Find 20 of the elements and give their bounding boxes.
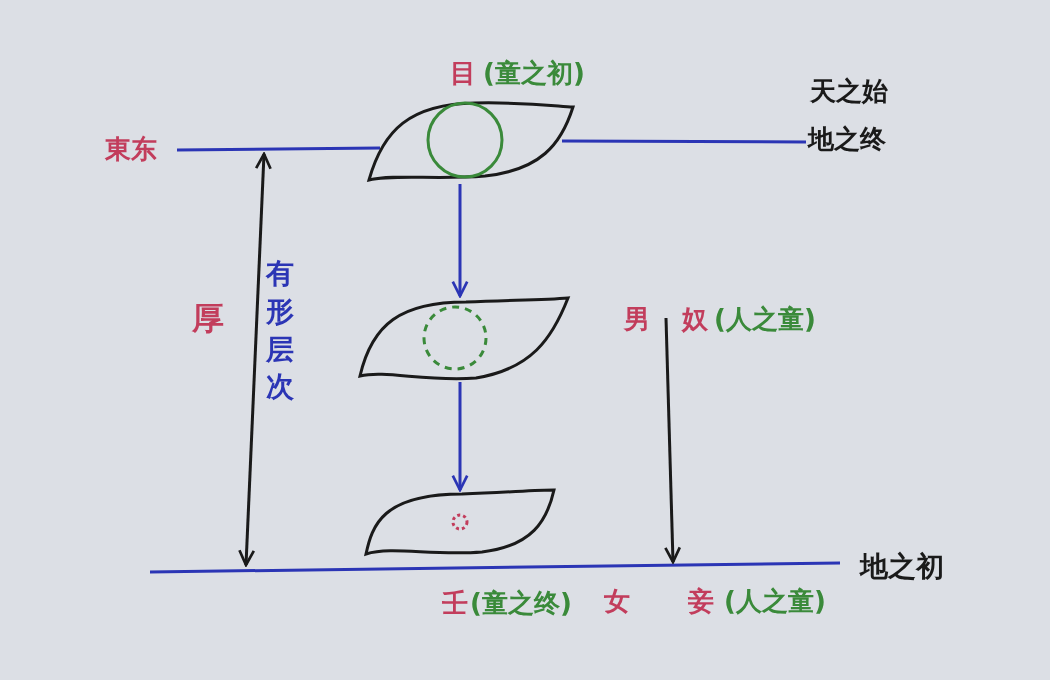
label-text: 天之始	[810, 78, 888, 104]
heading-text: 目	[450, 60, 476, 86]
label-text: 女	[604, 588, 630, 614]
label-text: 妾	[688, 588, 714, 614]
label-text: 有形层次	[266, 256, 295, 406]
connector-line	[562, 139, 806, 144]
arrow	[451, 184, 469, 298]
label-text: (人之童)	[714, 306, 816, 332]
label-text: 奴	[682, 306, 708, 332]
label-text: (童之终)	[470, 590, 572, 616]
label-text: 地之终	[808, 126, 886, 152]
label-text: 壬	[442, 590, 468, 616]
label-text: 東东	[105, 136, 157, 162]
connector-line	[177, 146, 380, 152]
label-text: 地之初	[860, 553, 944, 581]
heading-note: (童之初)	[483, 60, 585, 86]
label-text: 男	[624, 306, 650, 332]
label-text: (人之童)	[724, 588, 826, 614]
arrow	[451, 382, 469, 492]
label-text: 厚	[192, 302, 224, 334]
